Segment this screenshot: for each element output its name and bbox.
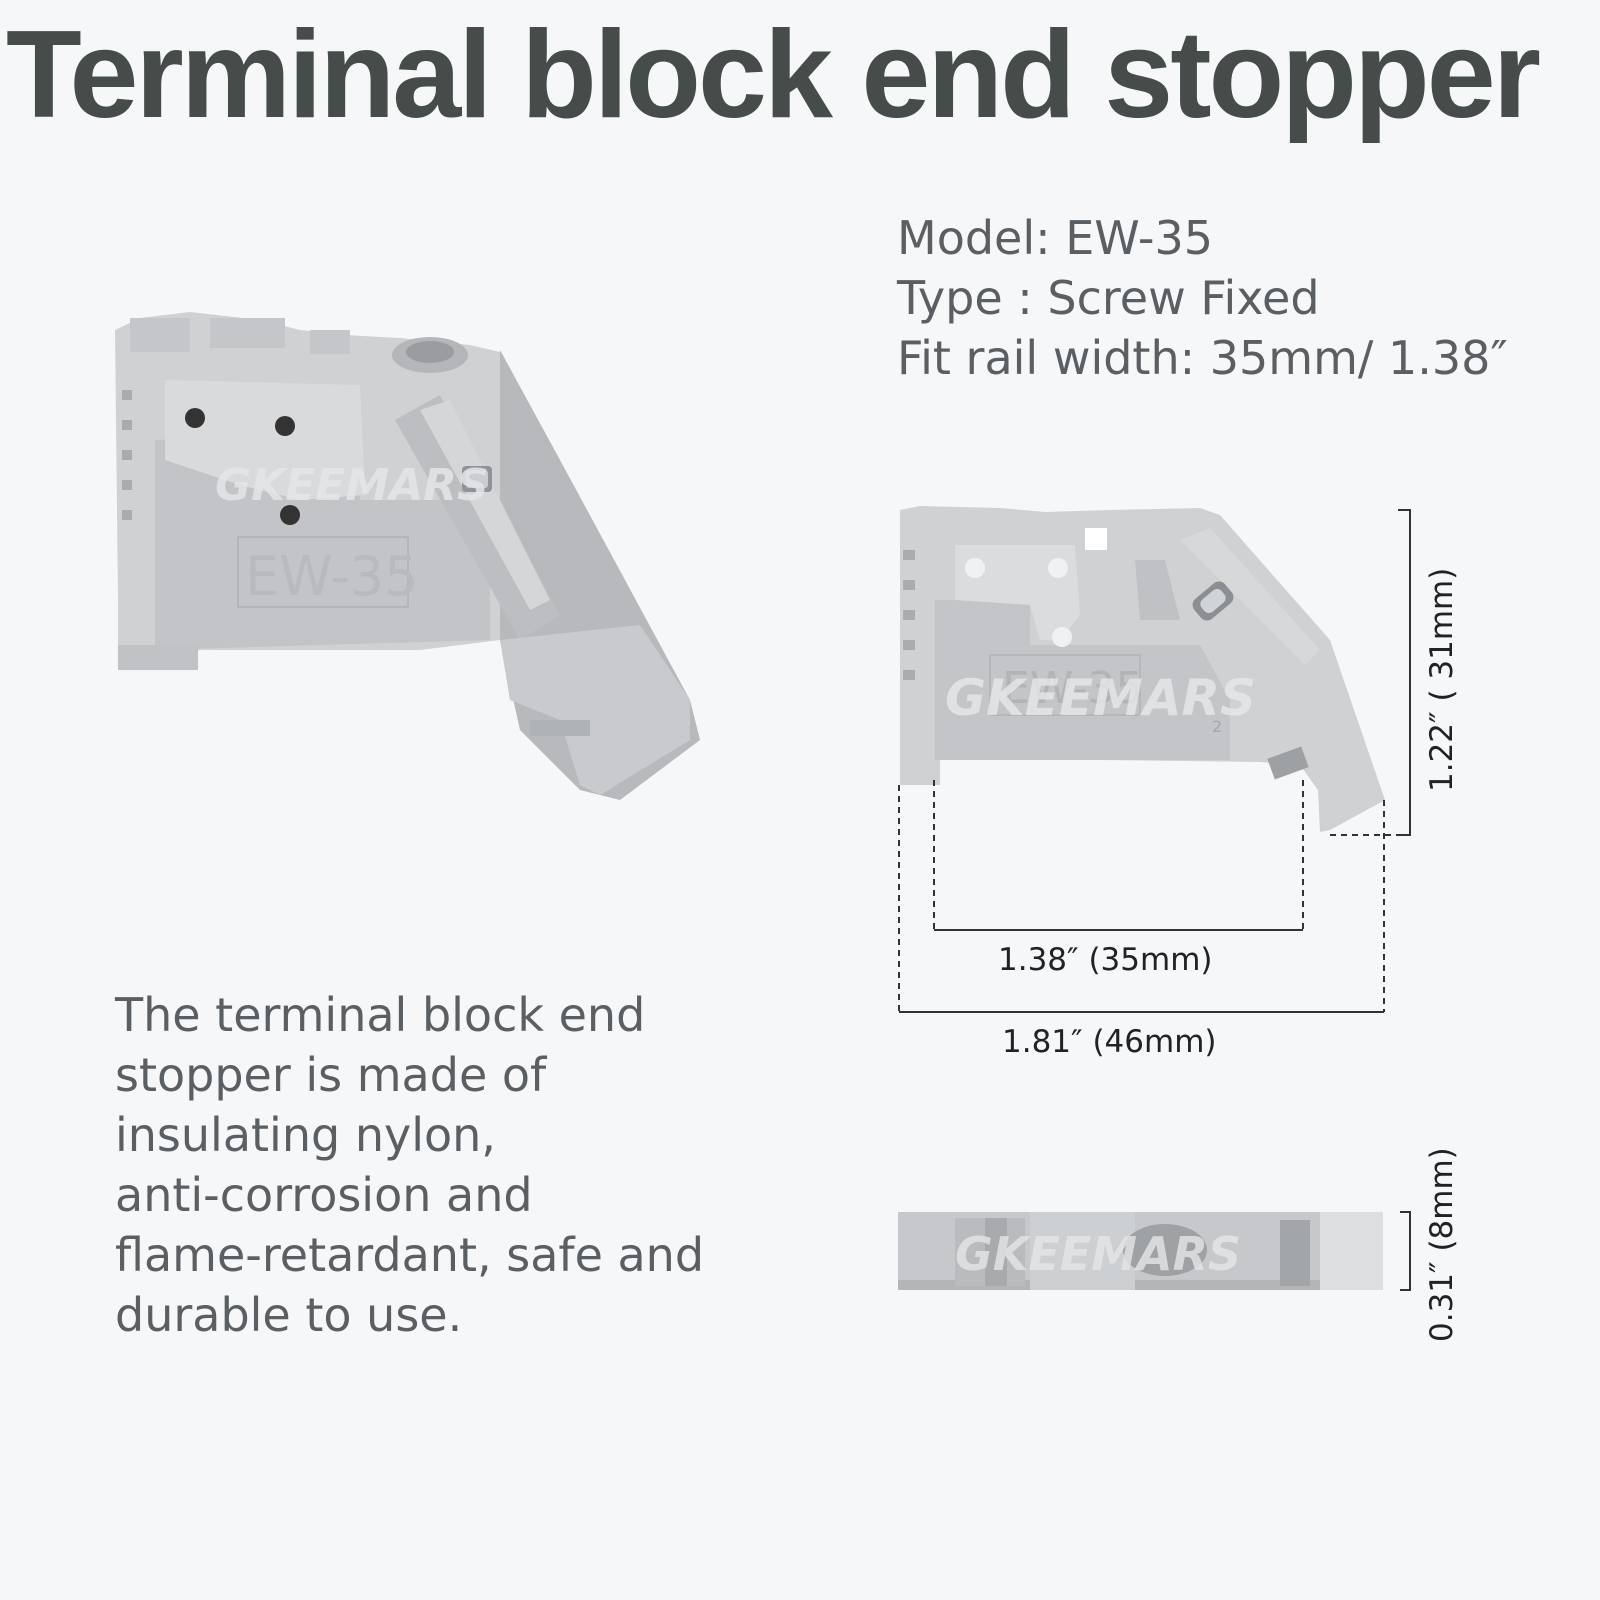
spec-list: Model: EW-35 Type : Screw Fixed Fit rail… [897,208,1508,388]
watermark-top: GKEEMARS [955,1227,1241,1281]
height-label: 1.22″ ( 31mm) [1424,567,1460,792]
mold-number: 2 [1212,717,1222,736]
spec-model: Model: EW-35 [897,211,1214,265]
description-line: durable to use. [115,1288,463,1342]
product-description: The terminal block end stopper is made o… [115,985,775,1345]
outer-width-label: 1.81″ (46mm) [1002,1024,1217,1060]
page-title: Terminal block end stopper [6,6,1541,144]
watermark-front: GKEEMARS [945,669,1256,727]
thickness-label: 0.31″ (8mm) [1424,1147,1460,1342]
description-line: flame-retardant, safe and [115,1228,705,1282]
spec-rail-width: Fit rail width: 35mm/ 1.38″ [897,331,1508,385]
description-line: insulating nylon, [115,1108,496,1162]
description-line: The terminal block end [115,988,646,1042]
end-stopper-top-view [898,1212,1383,1290]
inner-width-label: 1.38″ (35mm) [998,942,1213,978]
dimension-lines [898,509,1411,1291]
model-marking-front: EW-35 [1002,663,1143,714]
watermark-perspective: GKEEMARS [215,460,489,511]
end-stopper-front-view [900,506,1385,832]
description-line: stopper is made of [115,1048,547,1102]
end-stopper-3d-view [115,312,700,800]
spec-type: Type : Screw Fixed [897,271,1320,325]
model-marking-perspective: EW-35 [245,545,419,608]
description-line: anti-corrosion and [115,1168,533,1222]
